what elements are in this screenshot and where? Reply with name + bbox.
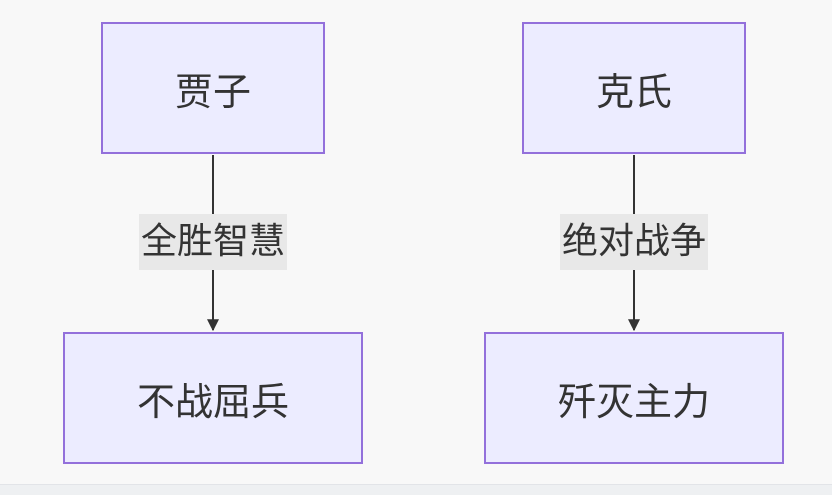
node-buzhan: 不战屈兵 [63, 332, 363, 464]
node-jianmie: 歼灭主力 [484, 332, 784, 464]
node-buzhan-label: 不战屈兵 [136, 379, 289, 424]
node-keshi-label: 克氏 [595, 69, 672, 114]
node-jianmie-label: 歼灭主力 [557, 379, 710, 424]
node-jiazi-label: 贾子 [174, 69, 251, 114]
node-keshi: 克氏 [522, 22, 746, 154]
node-jiazi: 贾子 [101, 22, 325, 154]
edge-label-juedui: 绝对战争 [559, 214, 709, 270]
edge-label-quansheng: 全胜智慧 [138, 214, 288, 270]
bottom-scroll-strip [0, 484, 832, 495]
